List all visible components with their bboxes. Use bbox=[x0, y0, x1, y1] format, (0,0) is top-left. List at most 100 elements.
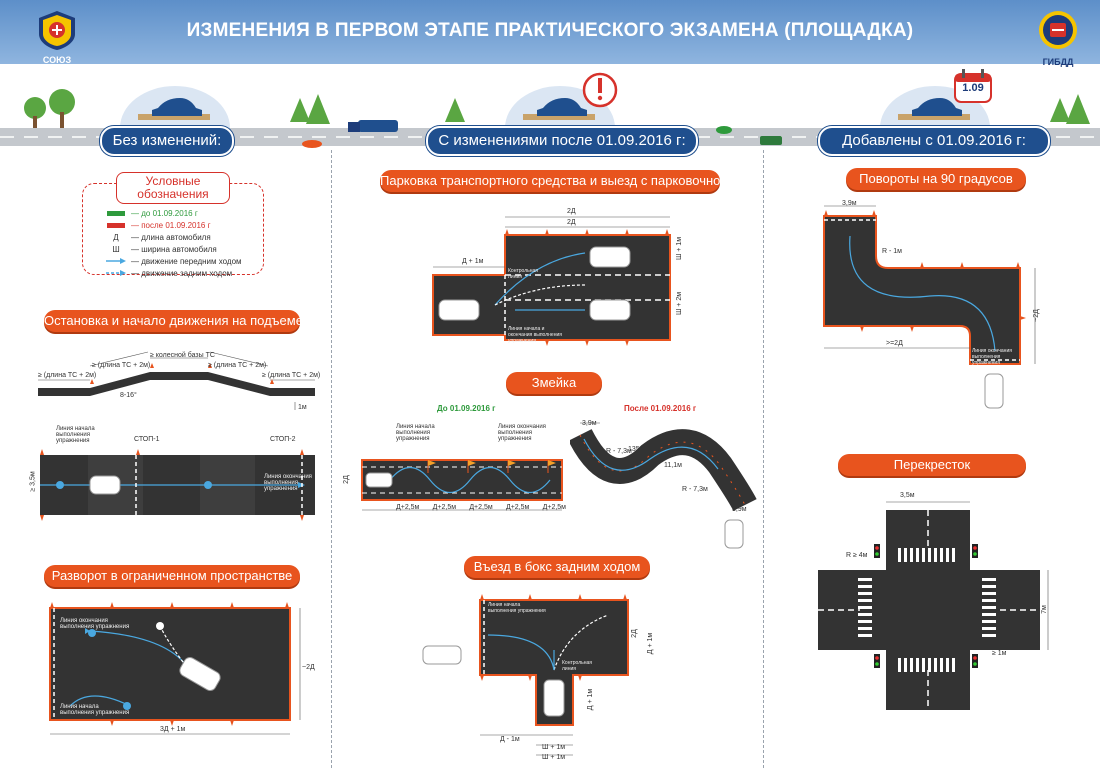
section-changed: С изменениями после 01.09.2016 г: bbox=[426, 126, 698, 156]
hill-angle: 8-16° bbox=[120, 392, 137, 399]
turns90-w: 3,9м bbox=[842, 200, 857, 207]
parking-start-line: Линия начала и окончания выполнения упра… bbox=[508, 326, 562, 344]
turnaround-title: Разворот в ограниченном пространстве bbox=[44, 565, 300, 587]
green-swatch-icon bbox=[107, 210, 125, 216]
column-divider bbox=[763, 150, 764, 768]
turns90-end-line: Линия окончания выполнения упражнения bbox=[972, 348, 1012, 366]
legend-list: — до 01.09.2016 г — после 01.09.2016 г Д… bbox=[105, 207, 242, 279]
stop1-label: СТОП-1 bbox=[134, 436, 160, 443]
calendar-date: 1.09 bbox=[962, 82, 984, 94]
crossroads-diagram bbox=[818, 501, 1049, 710]
snake-w1: 3,9м bbox=[582, 420, 597, 427]
snake-r2: R - 7,3м bbox=[682, 486, 708, 493]
hill-profile-diagram bbox=[38, 351, 315, 410]
legend-label: — после 01.09.2016 г bbox=[131, 220, 211, 230]
legend-label: — движение задним ходом bbox=[131, 268, 233, 278]
crossroads-w: 3,5м bbox=[900, 492, 915, 499]
parking-title: Парковка транспортного средства и выезд … bbox=[380, 170, 771, 192]
snake-spacing-row: Д+2,5м Д+2,5м Д+2,5м Д+2,5м Д+2,5м bbox=[396, 504, 566, 511]
legend-item: — после 01.09.2016 г bbox=[105, 219, 242, 231]
snake-before-label: До 01.09.2016 г bbox=[437, 404, 496, 413]
turns90-diagram bbox=[823, 205, 1036, 409]
hill-height: 1м bbox=[298, 404, 307, 411]
snake-after-diagram bbox=[570, 422, 757, 549]
garage-w1: Ш + 1м bbox=[542, 744, 566, 751]
snake-len: 11,1м bbox=[664, 462, 682, 469]
turnaround-end-line: Линия окончания выполнения упражнения bbox=[60, 618, 130, 630]
snake-spacing: Д+2,5м bbox=[432, 504, 457, 511]
left-logo-text: СОЮЗ АВТОШКОЛ bbox=[30, 55, 84, 75]
garage-h3: Д + 1м bbox=[587, 688, 595, 711]
garage-title: Въезд в бокс задним ходом bbox=[464, 556, 650, 578]
union-autoschool-logo: СОЮЗ АВТОШКОЛ bbox=[30, 8, 84, 75]
emblem-icon bbox=[39, 11, 75, 50]
snake-spacing: Д+2,5м bbox=[505, 504, 530, 511]
parking-control-line: Контрольная линия bbox=[508, 268, 538, 280]
garage-start-line: Линия начала выполнения упражнения bbox=[488, 602, 546, 614]
red-swatch-icon bbox=[107, 222, 125, 228]
page-title: ИЗМЕНЕНИЯ В ПЕРВОМ ЭТАПЕ ПРАКТИЧЕСКОГО Э… bbox=[186, 20, 914, 41]
garage-d1: Д - 1м bbox=[500, 736, 520, 743]
hill-end-line: Линия окончания выполнения упражнения bbox=[264, 474, 312, 492]
parking-w1: Ш + 1м bbox=[676, 236, 684, 261]
legend-item: — движение задним ходом bbox=[105, 267, 242, 279]
column-divider bbox=[331, 150, 332, 768]
section-added: Добавлены с 01.09.2016 г: bbox=[818, 126, 1050, 156]
turnaround-start-line: Линия начала выполнения упражнения bbox=[60, 704, 130, 716]
parking-diagram bbox=[432, 216, 671, 346]
legend-symbol: Д bbox=[113, 232, 119, 242]
reverse-arrow-icon bbox=[106, 270, 126, 276]
crossroads-d: ≥ 1м bbox=[992, 650, 1007, 657]
car-icon bbox=[152, 98, 962, 116]
garage-h1: 2Д bbox=[630, 629, 638, 638]
snake-after-label: После 01.09.2016 г bbox=[624, 404, 697, 413]
snake-angle: 135° bbox=[628, 446, 643, 453]
section-no-changes: Без изменений: bbox=[100, 126, 234, 156]
crossroads-r: R ≥ 4м bbox=[846, 552, 868, 559]
legend-label: — движение передним ходом bbox=[131, 256, 242, 266]
snake-r1: R - 7,3м bbox=[606, 448, 632, 455]
snake-start-line: Линия начала выполнения упражнения bbox=[396, 424, 435, 442]
right-logo-text: ГИБДД bbox=[1042, 57, 1074, 67]
gibdd-emblem-icon bbox=[1039, 11, 1077, 49]
crossroads-h: 7м bbox=[1040, 605, 1048, 614]
snake-height: 2Д bbox=[342, 475, 350, 484]
forward-arrow-icon bbox=[106, 258, 126, 264]
snake-end-line: Линия окончания выполнения упражнения bbox=[498, 424, 546, 442]
parking-2d-b: 2Д bbox=[567, 219, 576, 226]
turnaround-length: 3Д + 1м bbox=[160, 726, 186, 733]
snake-spacing: Д+2,5м bbox=[542, 504, 566, 511]
turns90-r: R - 1м bbox=[882, 248, 902, 255]
snake-spacing: Д+2,5м bbox=[469, 504, 493, 511]
hill-seg1: ≥ (длина ТС + 2м) bbox=[38, 372, 97, 379]
stop2-label: СТОП-2 bbox=[270, 436, 296, 443]
turnaround-width: ~2Д bbox=[302, 664, 315, 671]
hill-plan-diagram bbox=[40, 449, 315, 521]
header-bar bbox=[0, 0, 1100, 64]
hill-seg5: ≥ (длина ТС + 2м) bbox=[262, 372, 321, 379]
legend-title: Условные обозначения bbox=[116, 172, 230, 204]
hill-seg3: ≥ колесной базы ТС bbox=[150, 352, 215, 359]
parking-d1: Д + 1м bbox=[462, 258, 484, 265]
garage-control-line: Контрольная линия bbox=[562, 660, 592, 672]
parking-2d-a: 2Д bbox=[567, 208, 576, 215]
legend-label: — длина автомобиля bbox=[131, 232, 211, 242]
traffic-light-icon bbox=[874, 544, 978, 668]
turns90-title: Повороты на 90 градусов bbox=[846, 168, 1026, 190]
hill-title: Остановка и начало движения на подъеме bbox=[44, 310, 303, 332]
snake-spacing: Д+2,5м bbox=[396, 504, 420, 511]
legend-label: — до 01.09.2016 г bbox=[131, 208, 198, 218]
garage-diagram bbox=[422, 594, 629, 756]
snake-w2: 3,9м bbox=[732, 506, 747, 513]
snake-title: Змейка bbox=[506, 372, 602, 394]
snake-before-diagram bbox=[361, 459, 563, 511]
legend-label: — ширина автомобиля bbox=[131, 244, 217, 254]
legend-symbol: Ш bbox=[112, 244, 120, 254]
hill-seg2: ≥ (длина ТС + 2м) bbox=[92, 362, 151, 369]
legend-item: Ш — ширина автомобиля bbox=[105, 243, 242, 255]
gibdd-logo: ГИБДД bbox=[1031, 8, 1085, 67]
garage-h2: Д + 1м bbox=[647, 632, 655, 655]
turnaround-diagram bbox=[49, 602, 301, 735]
hill-seg4: ≥ (длина ТС + 2м) bbox=[208, 362, 267, 369]
crossroads-title: Перекресток bbox=[838, 454, 1026, 476]
